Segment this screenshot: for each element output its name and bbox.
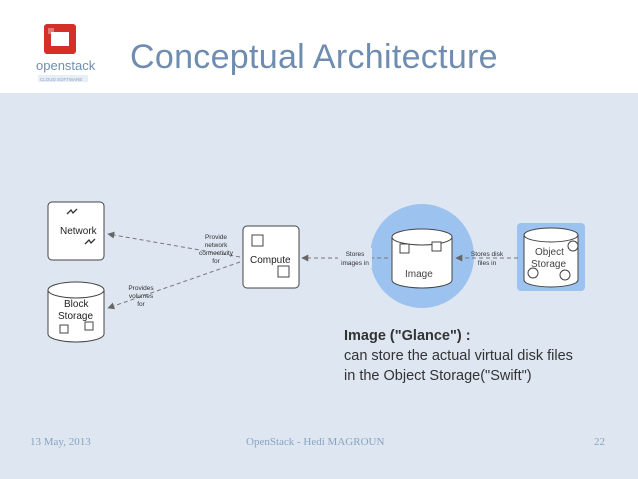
edge-network-compute	[107, 231, 241, 258]
compute-label: Compute	[250, 255, 291, 266]
object-storage-label-2: Storage	[531, 259, 566, 270]
slide-title: Conceptual Architecture	[130, 38, 498, 76]
svg-text:Stores disk: Stores disk	[471, 251, 504, 258]
svg-text:files in: files in	[478, 260, 497, 267]
svg-text:for: for	[212, 258, 220, 265]
volume-icon	[84, 321, 94, 331]
svg-text:images in: images in	[341, 260, 369, 267]
svg-text:connectivity: connectivity	[199, 250, 234, 257]
lightning-icon	[66, 208, 78, 215]
slide-header	[0, 0, 638, 93]
network-label: Network	[60, 226, 98, 237]
object-icon	[567, 240, 579, 252]
image-label: Image	[405, 269, 433, 280]
edge-blockstorage-compute	[107, 261, 241, 310]
footer-author: OpenStack - Hedi MAGROUN	[246, 436, 385, 448]
lightning-icon	[84, 238, 96, 245]
object-storage-label-1: Object	[535, 247, 564, 258]
compute-node: Compute	[242, 225, 300, 289]
edge-label-volumes: Provides volumes for	[128, 285, 154, 308]
object-icon	[527, 267, 539, 279]
logo-wordmark: openstack	[36, 58, 96, 73]
block-storage-node: Block Storage	[47, 281, 105, 343]
image-file-icon	[399, 243, 410, 254]
image-file-icon	[431, 241, 442, 252]
svg-text:for: for	[137, 301, 145, 308]
object-storage-node: Object Storage	[523, 227, 579, 288]
block-storage-label-2: Storage	[58, 311, 93, 322]
openstack-logo-icon: openstack CLOUD SOFTWARE	[36, 24, 96, 82]
caption-line: can store the actual virtual disk files	[344, 348, 573, 364]
object-icon	[559, 269, 571, 281]
volume-icon	[59, 324, 69, 334]
image-node: Image	[391, 228, 453, 289]
glance-caption: Image ("Glance") : can store the actual …	[344, 326, 573, 386]
svg-text:Stores: Stores	[346, 251, 366, 258]
vm-icon	[251, 234, 264, 247]
network-node: Network	[47, 201, 105, 261]
svg-text:volumes: volumes	[129, 293, 154, 300]
svg-text:Provides: Provides	[128, 285, 154, 292]
openstack-logo: openstack CLOUD SOFTWARE	[34, 24, 104, 92]
block-storage-label-1: Block	[64, 299, 89, 310]
logo-subtext: CLOUD SOFTWARE	[40, 77, 82, 82]
caption-line: in the Object Storage("Swift")	[344, 368, 532, 384]
slide-footer	[0, 421, 638, 479]
footer-date: 13 May, 2013	[30, 436, 91, 448]
edge-label-connectivity: Provide network connectivity for	[199, 234, 234, 265]
svg-text:Provide: Provide	[205, 234, 227, 241]
caption-title: Image ("Glance") :	[344, 328, 471, 344]
edge-label-stores-images: Stores images in	[338, 248, 372, 268]
svg-text:network: network	[205, 242, 229, 249]
vm-icon	[277, 265, 290, 278]
edge-label-stores-disk-files: Stores disk files in	[471, 251, 504, 267]
page-number: 22	[594, 436, 605, 448]
